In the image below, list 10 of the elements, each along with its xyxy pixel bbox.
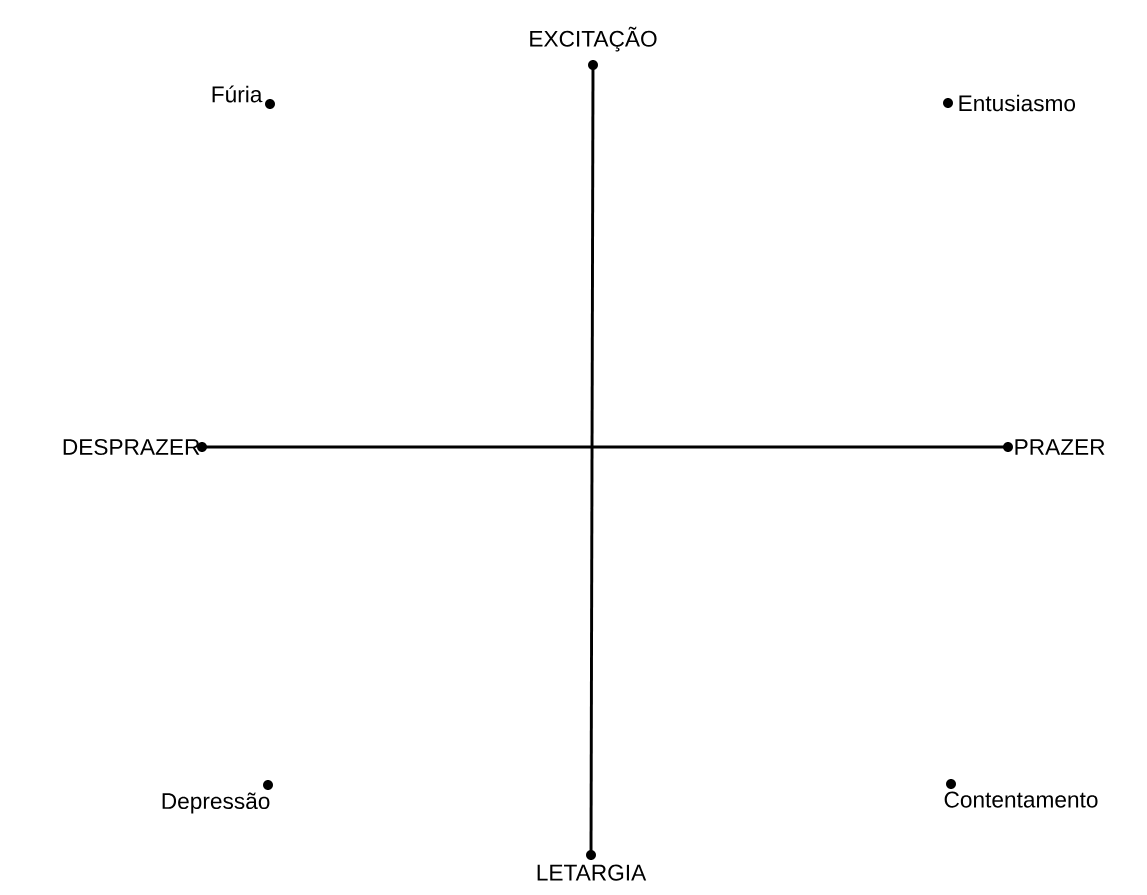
point-label: DESPRAZER — [63, 438, 200, 456]
point-label: PRAZER — [1015, 439, 1105, 455]
axis-line — [204, 445, 1006, 449]
axis-line — [589, 67, 595, 853]
point-label: Fúria — [212, 85, 263, 103]
point-label: Depressão — [162, 792, 270, 814]
point-label: Entusiasmo — [959, 94, 1076, 112]
point-label: LETARGIA — [537, 864, 647, 881]
point-label: EXCITAÇÃO — [530, 26, 657, 52]
point-label: Contentamento — [944, 791, 1098, 808]
